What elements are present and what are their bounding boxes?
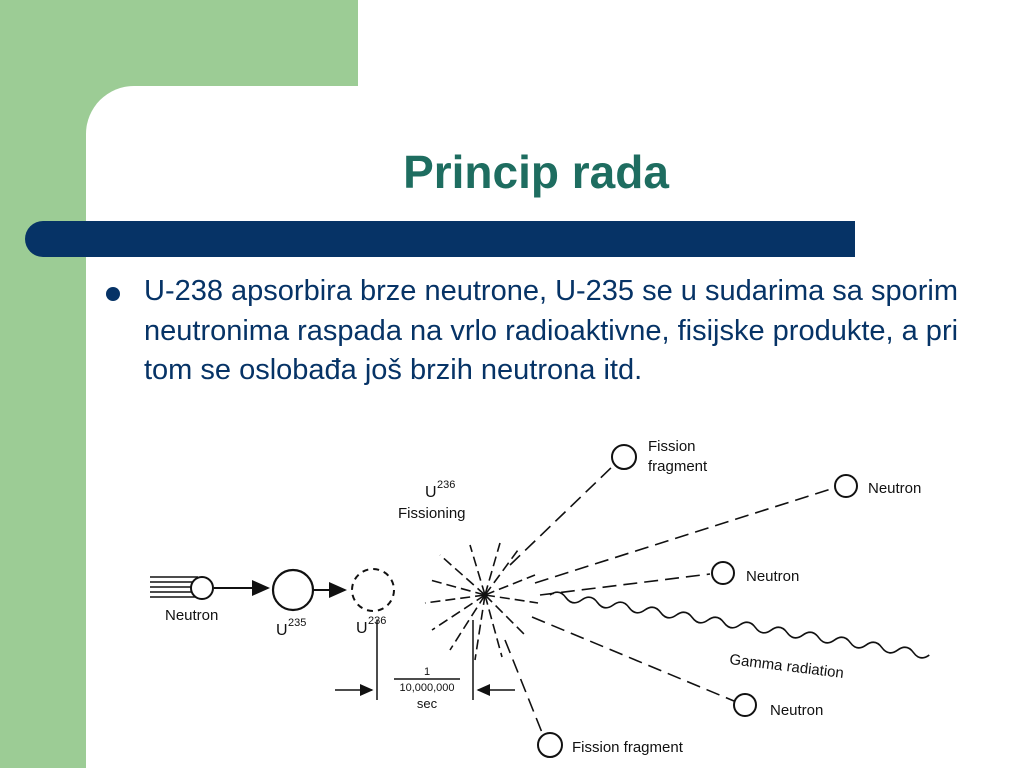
neutron-lower-label: Neutron <box>770 702 823 719</box>
fission-fragment-bottom-label: Fission fragment <box>572 739 684 756</box>
u236-lower-superscript: 236 <box>368 615 386 627</box>
emission-lines <box>504 464 930 736</box>
time-numerator: 1 <box>424 666 430 678</box>
fission-fragment-top-label-2: fragment <box>648 458 708 475</box>
u236-lower-label: U <box>356 620 368 637</box>
time-interval-bracket <box>335 620 515 700</box>
incoming-neutron-circle <box>190 576 214 600</box>
u235-superscript: 235 <box>288 617 306 629</box>
fission-diagram: Fission fragment Neutron Neutron Neutron… <box>140 425 940 768</box>
neutron-upper-circle <box>834 474 858 498</box>
fissioning-label: Fissioning <box>398 505 466 522</box>
u235-nucleus <box>271 568 315 612</box>
u236-nucleus-dashed <box>351 568 395 612</box>
background-green-strip <box>0 0 86 768</box>
neutron-middle-circle <box>711 561 735 585</box>
u235-label: U <box>276 622 288 639</box>
fission-fragment-top-label-1: Fission <box>648 438 696 455</box>
bullet-text: U-238 apsorbira brze neutrone, U-235 se … <box>144 275 959 386</box>
neutron-upper-label: Neutron <box>868 480 921 497</box>
slide-title: Princip rada <box>403 146 669 198</box>
fission-fragment-top-circle <box>611 444 637 470</box>
u236-top-superscript: 236 <box>437 479 455 491</box>
fission-burst <box>424 542 539 661</box>
neutron-speed-lines <box>150 576 198 598</box>
slide-content-panel <box>86 86 1024 768</box>
fission-diagram-svg: Fission fragment Neutron Neutron Neutron… <box>150 438 930 758</box>
incoming-neutron-label: Neutron <box>165 607 218 624</box>
time-unit: sec <box>417 696 438 711</box>
gamma-radiation-label: Gamma radiation <box>729 651 845 682</box>
fission-fragment-bottom-circle <box>537 732 563 758</box>
time-denominator: 10,000,000 <box>399 682 454 694</box>
title-divider-bar <box>25 221 855 257</box>
u236-top-label: U <box>425 484 437 501</box>
neutron-lower-circle <box>733 693 757 717</box>
neutron-middle-label: Neutron <box>746 568 799 585</box>
bullet-icon <box>106 287 120 301</box>
